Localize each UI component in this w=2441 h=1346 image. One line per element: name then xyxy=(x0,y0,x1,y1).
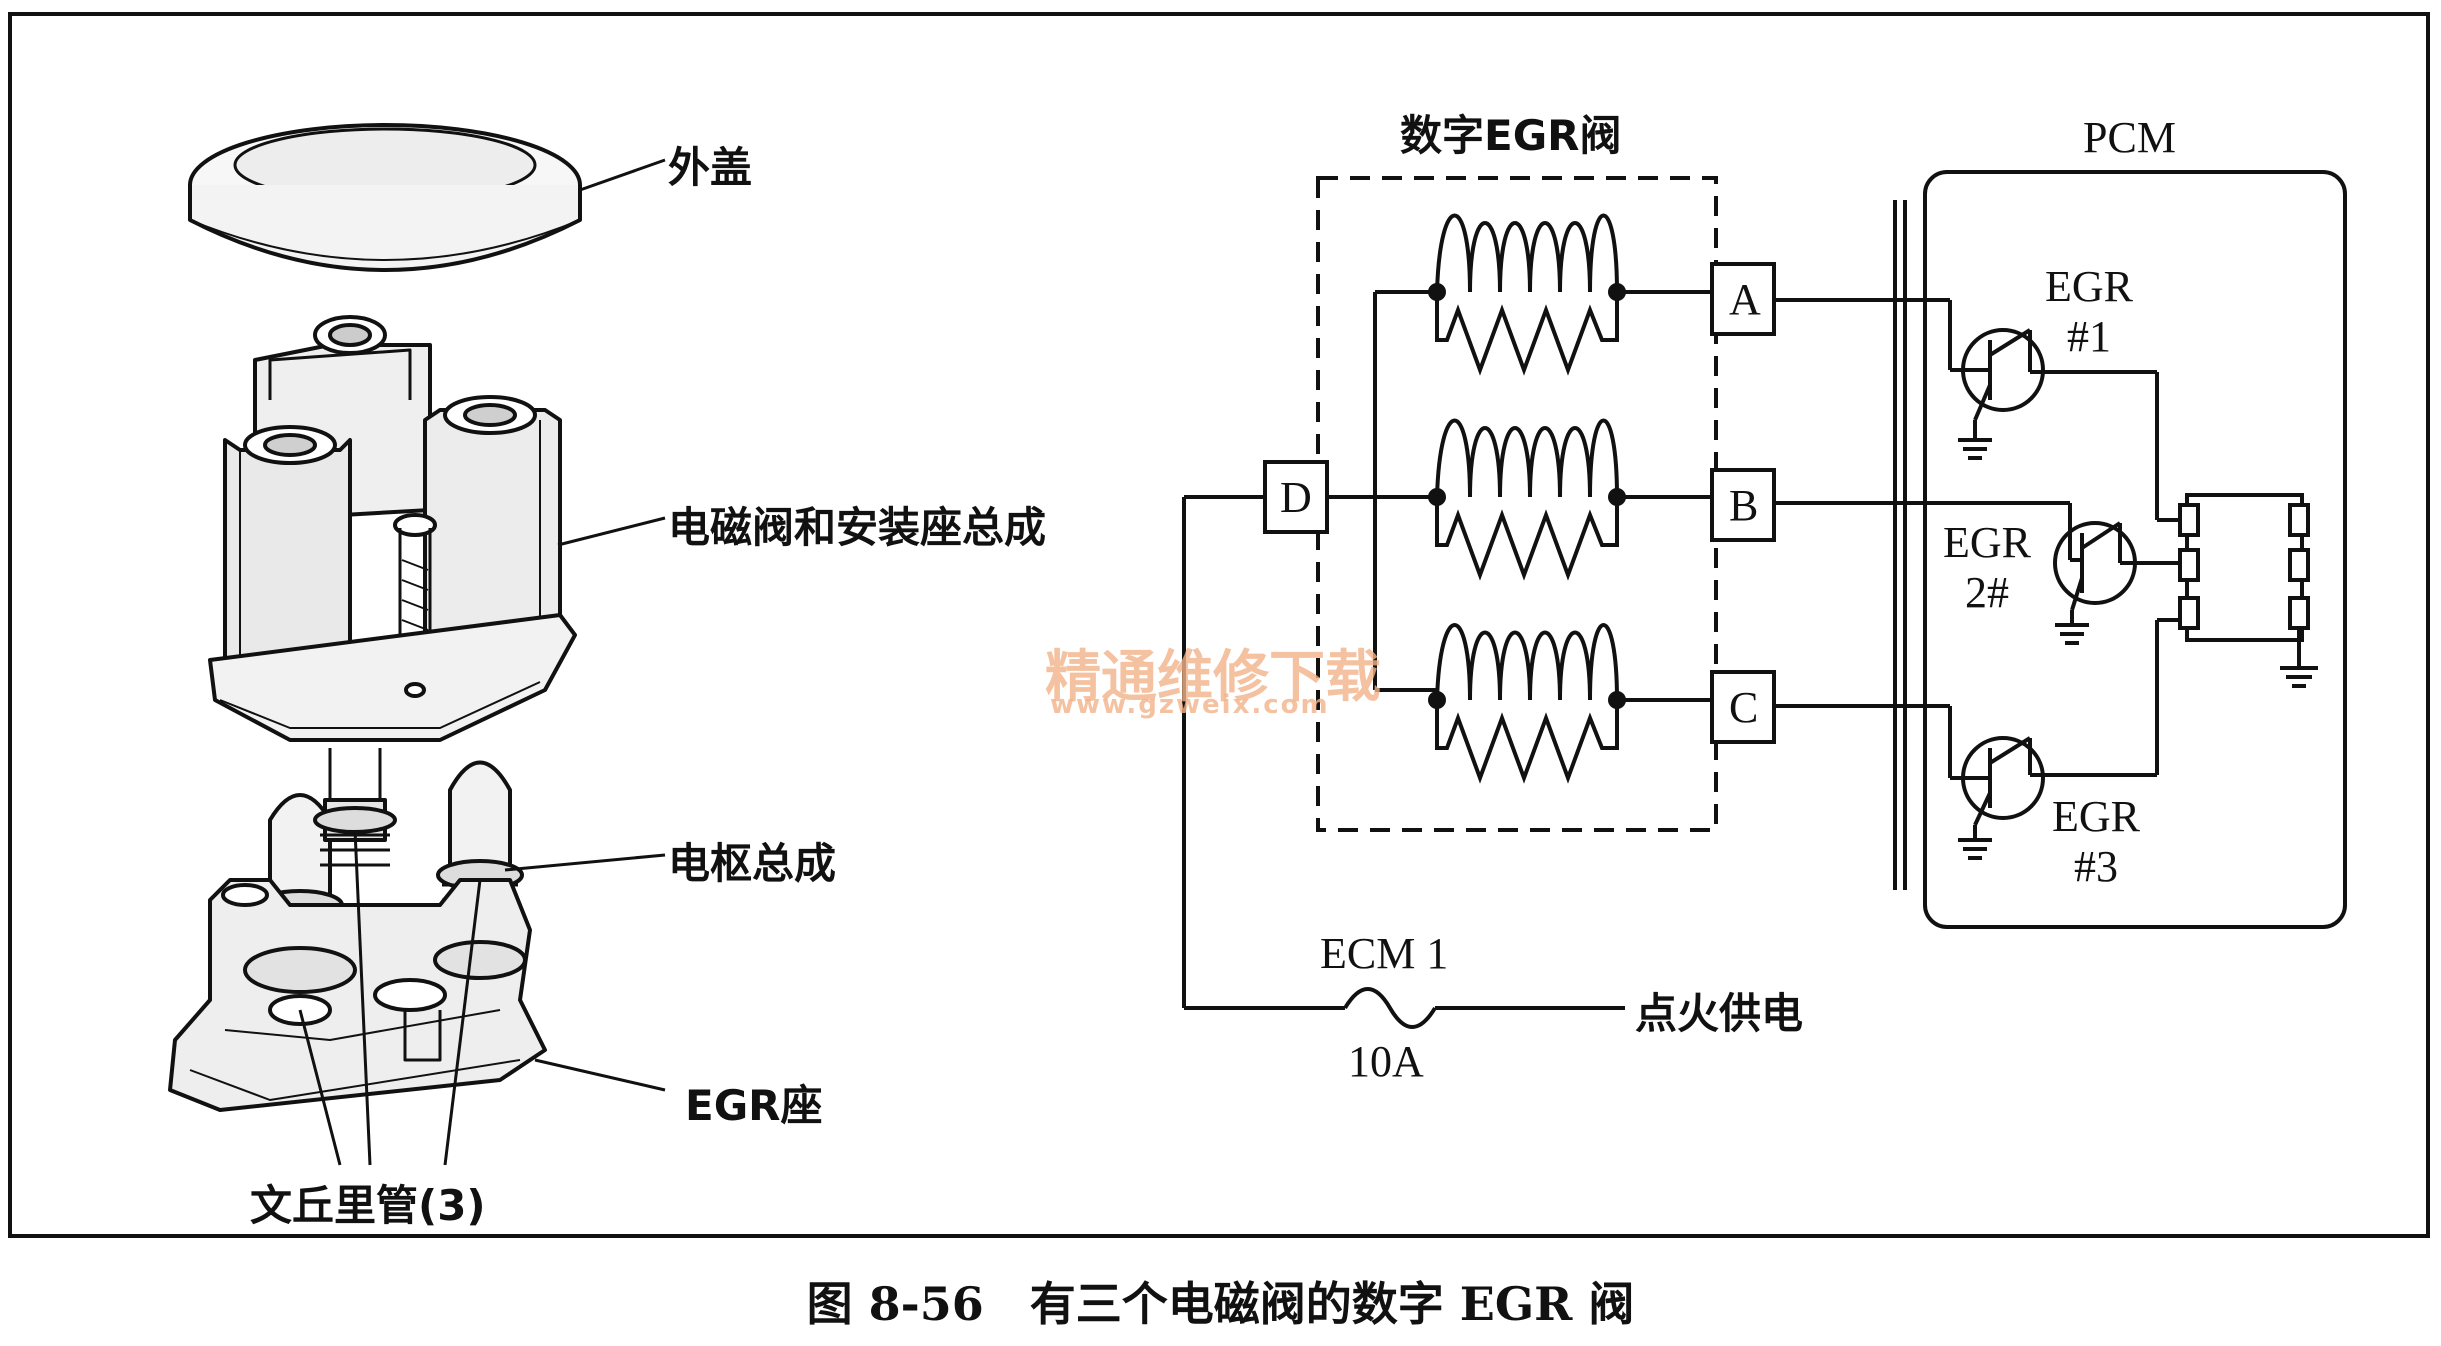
pcm-box xyxy=(1923,170,2347,929)
coil-c xyxy=(1428,623,1712,784)
watermark-url: www.gzweix.com xyxy=(1050,690,1330,720)
transistor-2 xyxy=(1905,501,2187,645)
figure-caption: 图 8-56 有三个电磁阀的数字 EGR 阀 xyxy=(806,1277,1635,1331)
label-egr-base: EGR座 xyxy=(685,1081,823,1130)
terminal-d: D xyxy=(1280,473,1312,522)
solenoid-seat-part xyxy=(208,315,577,742)
terminal-a-box xyxy=(1710,262,1776,336)
transistor-1 xyxy=(1905,298,2157,460)
watermark-text: 精通维修下载 xyxy=(1045,645,1381,710)
exploded-view xyxy=(168,123,666,1166)
driver-egr-2: EGR 2# xyxy=(1943,518,2031,617)
pcm-connector xyxy=(2155,372,2318,775)
coil-b xyxy=(1428,418,1712,581)
leader-lines xyxy=(298,158,666,1166)
valve-dashed-box xyxy=(1316,176,1718,832)
fuse-rating: 10A xyxy=(1348,1037,1424,1086)
driver-egr-1: EGR #1 xyxy=(2045,262,2133,361)
label-venturi-tubes: 文丘里管(3) xyxy=(250,1181,486,1230)
terminal-b: B xyxy=(1729,481,1759,530)
label-cover: 外盖 xyxy=(668,143,753,192)
label-armature-assembly: 电枢总成 xyxy=(668,839,837,888)
egr-base-part xyxy=(168,878,547,1112)
fuse-name: ECM 1 xyxy=(1320,929,1449,978)
driver-egr-3: EGR #3 xyxy=(2052,792,2140,891)
terminal-d-box xyxy=(1263,460,1329,534)
cover-part xyxy=(188,123,582,272)
valve-title: 数字EGR阀 xyxy=(1400,111,1622,160)
terminal-c: C xyxy=(1729,683,1759,732)
transistor-3 xyxy=(1905,704,2157,860)
fuse-circuit xyxy=(1184,987,1625,1029)
pcm-title: PCM xyxy=(2083,113,2176,162)
label-solenoid-assembly: 电磁阀和安装座总成 xyxy=(668,503,1047,552)
coil-a xyxy=(1428,213,1712,376)
circuit-diagram xyxy=(1182,170,2347,1029)
figure-frame xyxy=(8,12,2430,1238)
power-label: 点火供电 xyxy=(1635,989,1804,1038)
terminal-a: A xyxy=(1729,275,1761,324)
